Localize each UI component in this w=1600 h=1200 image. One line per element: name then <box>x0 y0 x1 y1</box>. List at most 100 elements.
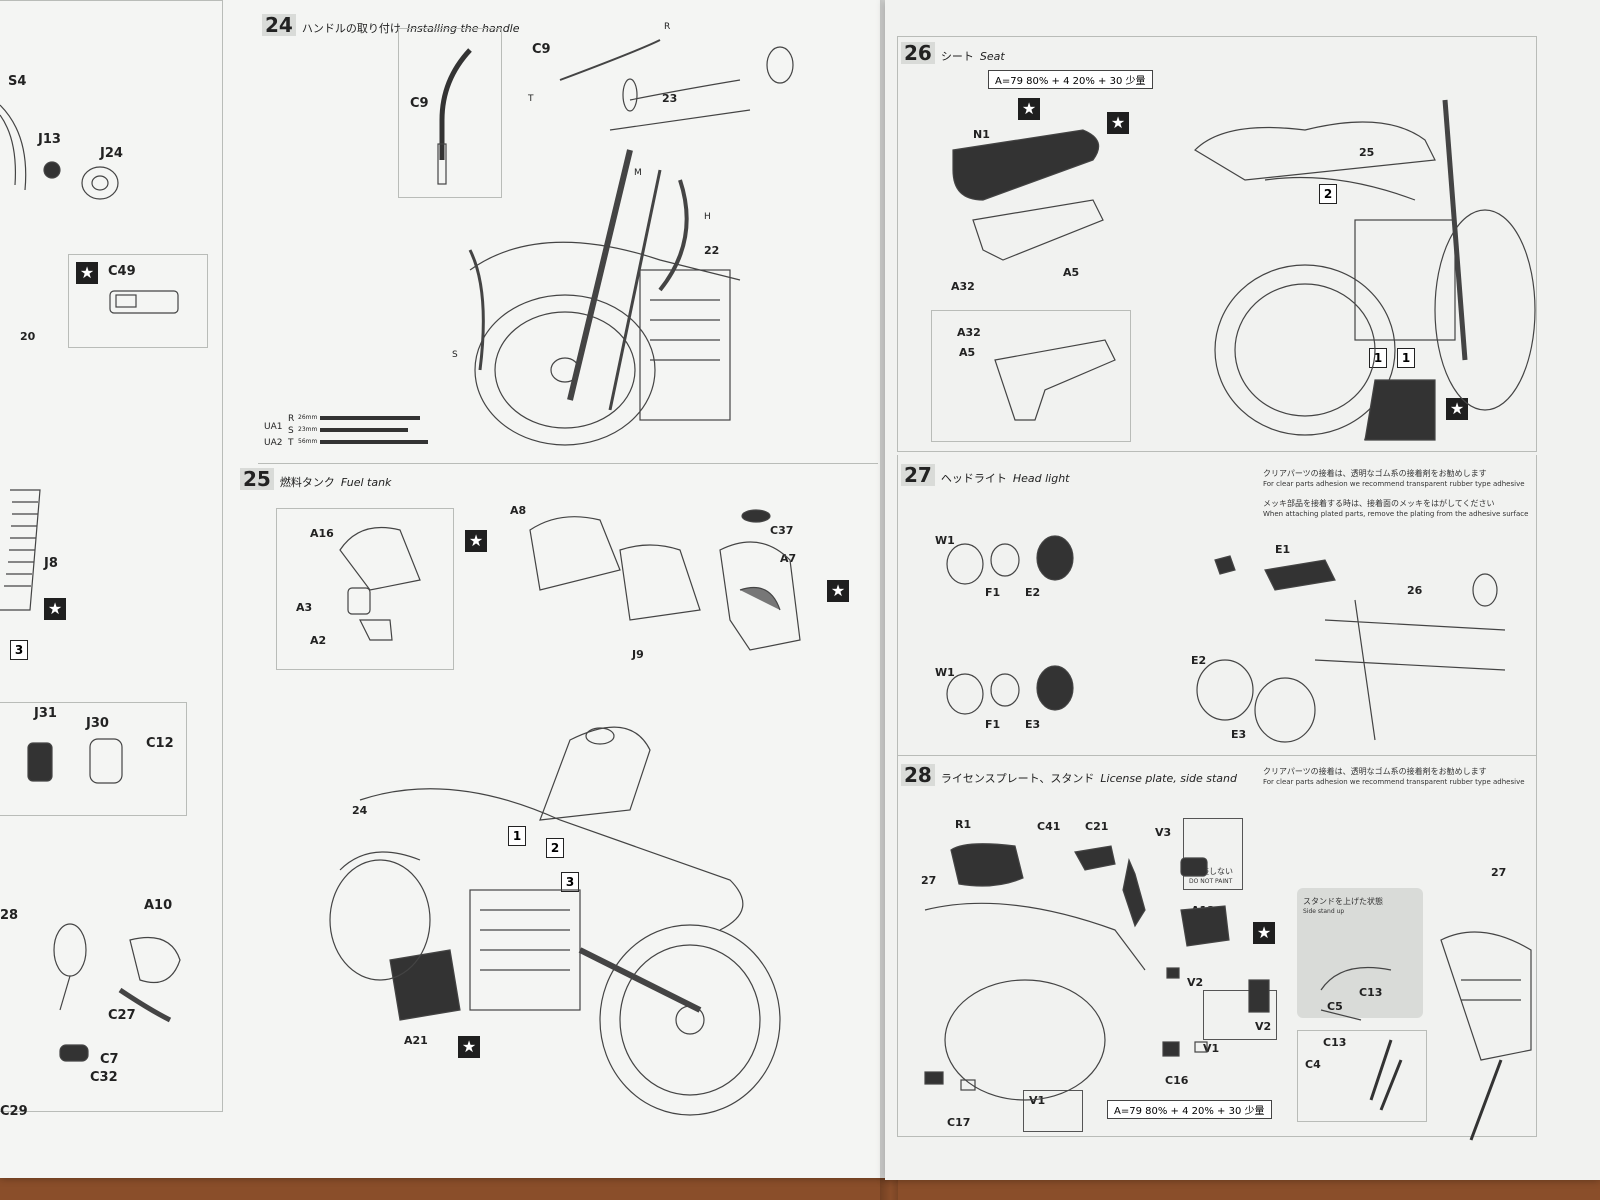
hose-legend-len-26: 26mm <box>298 414 318 421</box>
motorcycle-front-drawing <box>468 39 794 446</box>
inset-part-c9: C9 <box>410 96 429 111</box>
wheel-hub-drawing <box>0 104 27 191</box>
paint-mix-recipe: A=79 80% + 4 20% + 30 少量 <box>1107 1100 1272 1119</box>
part-label-e3-b: E3 <box>1231 728 1247 741</box>
star-icon: ★ <box>76 262 98 284</box>
step-28-panel <box>897 755 1537 1137</box>
meter-box <box>68 254 208 348</box>
part-label-j30: J30 <box>86 716 109 731</box>
part-label-c16: C16 <box>1165 1074 1189 1087</box>
part-label-c7: C7 <box>100 1052 119 1067</box>
motorcycle-fuel-tank-drawing <box>329 726 781 1116</box>
hose-legend-len-23: 23mm <box>298 426 318 433</box>
part-label-e3: E3 <box>1025 718 1041 731</box>
part-label-c13: C13 <box>1359 986 1383 999</box>
step-title-jp: ハンドルの取り付け <box>301 22 401 35</box>
hose-legend-ua2: UA2 <box>264 438 283 448</box>
part-label-c5: C5 <box>1327 1000 1343 1013</box>
part-label-c37: C37 <box>770 524 794 537</box>
hose-legend-len-56: 56mm <box>298 438 318 445</box>
ref-26: 26 <box>1407 584 1423 597</box>
star-icon: ★ <box>827 580 849 602</box>
step-24-inset-box <box>398 28 502 198</box>
hose-legend-mark-r: R <box>288 414 295 424</box>
part-label-e1: E1 <box>1275 543 1291 556</box>
part-label-c4: C4 <box>1305 1058 1321 1071</box>
step-title-jp: ヘッドライト <box>940 472 1007 485</box>
marker-h: H <box>704 212 711 222</box>
tank-cover-inset-drawing <box>339 526 421 641</box>
star-icon: ★ <box>1446 398 1468 420</box>
motorcycle-rear-drawing <box>1194 99 1536 441</box>
part-label-a8: A8 <box>510 504 527 517</box>
hose-legend-ua1: UA1 <box>264 422 283 432</box>
star-icon: ★ <box>1253 922 1275 944</box>
step-26-inset-box <box>931 310 1131 442</box>
part-label-c29: C29 <box>0 1104 28 1119</box>
part-label-a3: A3 <box>296 601 313 614</box>
part-label-v1-b: V1 <box>1029 1094 1046 1107</box>
headlight-parts-drawing <box>946 535 1074 715</box>
part-label-w1-b: W1 <box>935 666 955 679</box>
part-label-c27: C27 <box>108 1008 136 1023</box>
do-not-paint-jp: 塗装しない <box>1193 867 1233 876</box>
part-label-a21: A21 <box>404 1034 428 1047</box>
star-icon: ★ <box>1018 98 1040 120</box>
part-label-n1: N1 <box>973 128 990 141</box>
marker-s: S <box>452 350 458 360</box>
ref-25: 25 <box>1359 146 1375 159</box>
part-label-a5: A5 <box>1063 266 1080 279</box>
part-label-a16: A16 <box>310 527 334 540</box>
part-label-j13: J13 <box>38 132 61 147</box>
brake-caliper-box <box>0 702 187 816</box>
callout-2: 2 <box>546 838 564 858</box>
callout-3: 3 <box>10 640 28 660</box>
hose-legend-mark-s: S <box>288 426 294 436</box>
do-not-paint-en: DO NOT PAINT <box>1189 878 1233 885</box>
seat-drawing <box>952 129 1104 261</box>
ref-27-b: 27 <box>1491 866 1507 879</box>
part-label-v2-b: V2 <box>1255 1020 1272 1033</box>
note-clear-parts-en: For clear parts adhesion we recommend tr… <box>1263 480 1525 488</box>
headlight-assembly-drawing <box>1196 555 1506 743</box>
ref-24: 24 <box>352 804 368 817</box>
part-label-c21: C21 <box>1085 820 1109 833</box>
part-label-r1: R1 <box>955 818 972 831</box>
inset-part-a5: A5 <box>959 346 976 359</box>
part-label-e2: E2 <box>1025 586 1041 599</box>
part-label-a10: A10 <box>144 898 173 913</box>
step-26-title: 26 シート Seat <box>901 42 1005 64</box>
paint-mix-recipe: A=79 80% + 4 20% + 30 少量 <box>988 70 1153 89</box>
part-label-w1: W1 <box>935 534 955 547</box>
do-not-paint-box <box>1183 818 1243 890</box>
hose-inset-drawing <box>437 48 472 185</box>
part-label-c17: C17 <box>947 1116 971 1129</box>
part-label-j8: J8 <box>44 556 58 571</box>
part-label-c32: C32 <box>90 1070 118 1085</box>
hose-legend-mark-t: T <box>288 438 294 448</box>
step-number: 26 <box>901 42 935 64</box>
part-label-a32: A32 <box>951 280 975 293</box>
step-number: 27 <box>901 464 935 486</box>
stand-up-jp: スタンドを上げた状態 <box>1303 897 1383 906</box>
seat-inset-drawing <box>994 339 1116 421</box>
step-26-panel <box>897 36 1537 452</box>
part-label-c49: C49 <box>108 264 136 279</box>
ref-marker-20: 20 <box>20 330 36 343</box>
note-clear-parts-jp: クリアパーツの接着は、透明なゴム系の接着剤をお勧めします <box>1263 469 1487 478</box>
part-label-c41: C41 <box>1037 820 1061 833</box>
callout-1: 1 <box>508 826 526 846</box>
step-title-en: License plate, side stand <box>1100 772 1237 785</box>
part-label-e2-b: E2 <box>1191 654 1207 667</box>
step-28-title: 28 ライセンスプレート、スタンド License plate, side st… <box>901 764 1237 786</box>
star-icon: ★ <box>465 530 487 552</box>
inset-part-a32: A32 <box>957 326 981 339</box>
part-label-j9: J9 <box>632 648 644 661</box>
step-title-jp: ライセンスプレート、スタンド <box>940 772 1095 785</box>
part-label-j24: J24 <box>100 146 123 161</box>
marker-t: T <box>528 94 534 104</box>
side-stand-box <box>1297 1030 1427 1122</box>
step-24-title: 24 ハンドルの取り付け Installing the handle <box>262 14 520 36</box>
ref-27: 27 <box>921 874 937 887</box>
right-page: 26 シート Seat A=79 80% + 4 20% + 30 少量 ★ ★… <box>885 0 1600 1180</box>
